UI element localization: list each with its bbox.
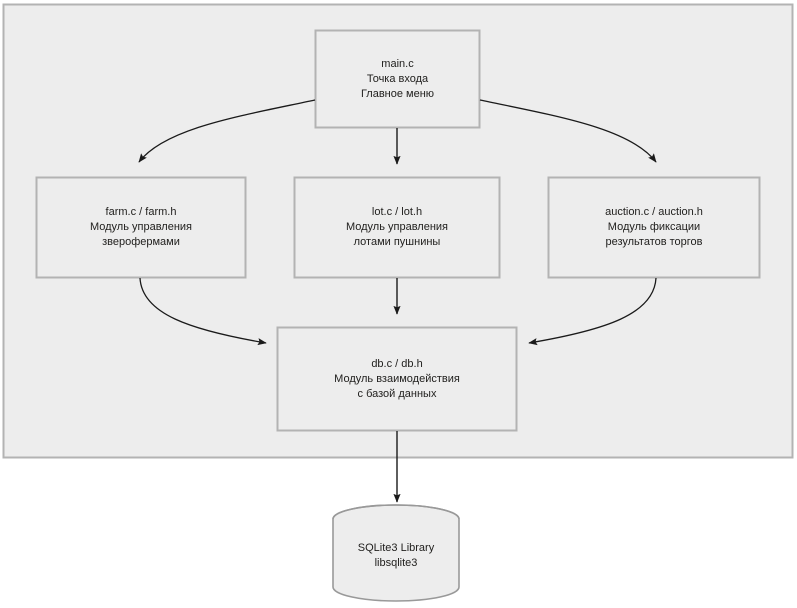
cylinder-top-ellipse xyxy=(332,504,460,520)
node-main-c-shape[interactable] xyxy=(314,29,481,129)
node-farm-c-shape[interactable] xyxy=(35,176,247,279)
node-auction-c-shape[interactable] xyxy=(547,176,761,279)
edge-main-to-farm xyxy=(138,99,316,163)
node-lot-c-shape[interactable] xyxy=(293,176,501,279)
edge-auction-to-db xyxy=(528,277,657,346)
node-db-c-shape[interactable] xyxy=(276,326,518,432)
node-sqlite3-library-shape[interactable] xyxy=(332,504,460,602)
edge-farm-to-db xyxy=(139,277,267,346)
edge-main-to-auction xyxy=(479,99,657,163)
